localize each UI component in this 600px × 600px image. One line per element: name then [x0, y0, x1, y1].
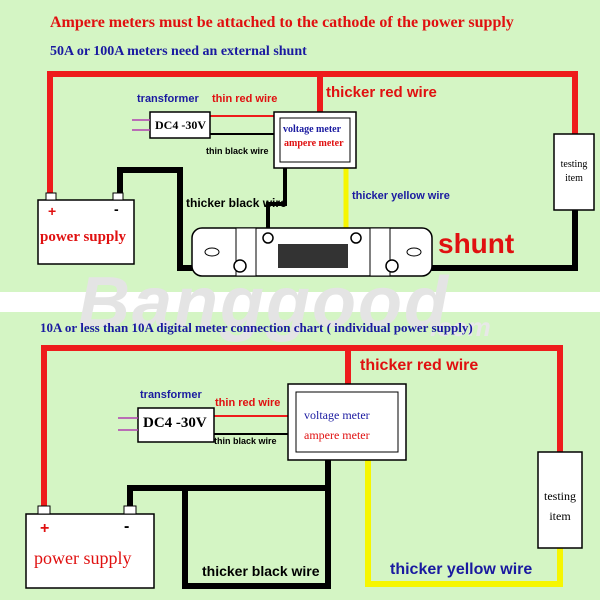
bottom-power-supply-label: power supply [34, 548, 132, 568]
watermark-suffix: .com [430, 312, 491, 342]
bottom-transformer [118, 407, 215, 443]
bottom-thin-red-wire-label: thin red wire [215, 397, 281, 409]
top-thin-red-wire-label: thin red wire [212, 93, 278, 105]
top-testing-item-box [553, 133, 595, 211]
bottom-yellow-wire [365, 460, 563, 587]
top-plus-sign: + [48, 203, 57, 219]
top-meter-box [273, 111, 357, 169]
top-thicker-red-wire-label: thicker red wire [326, 84, 437, 101]
top-heading: Ampere meters must be attached to the ca… [50, 14, 514, 31]
top-minus-sign: - [114, 201, 119, 217]
top-power-supply-label: power supply [40, 229, 127, 245]
top-transformer-value: DC4 -30V [155, 118, 206, 132]
bottom-thicker-black-wire-label: thicker black wire [202, 563, 320, 579]
top-shunt-label: shunt [438, 228, 515, 259]
top-thin-black-wire-label: thin black wire [206, 146, 269, 156]
top-testing-item-label: testing item [560, 159, 588, 184]
top-voltage-meter-label: voltage meter [283, 124, 342, 135]
bottom-voltage-meter-label: voltage meter [304, 408, 370, 422]
bottom-ampere-meter-label: ampere meter [304, 428, 370, 442]
bottom-thicker-red-wire-label: thicker red wire [360, 357, 479, 374]
bottom-plus-sign: + [40, 520, 50, 537]
top-thicker-black-wire-label: thicker black wire [186, 196, 287, 210]
bottom-heading: 10A or less than 10A digital meter conne… [40, 320, 473, 335]
bottom-red-wire [41, 345, 563, 508]
bottom-meter-box [287, 383, 407, 461]
top-red-wire [47, 71, 578, 196]
bottom-power-supply-box [25, 505, 155, 589]
bottom-thicker-yellow-wire-label: thicker yellow wire [390, 561, 533, 578]
top-ampere-meter-label: ampere meter [284, 138, 344, 149]
bottom-thin-black-wire-label: thin black wire [214, 436, 277, 446]
top-subheading: 50A or 100A meters need an external shun… [50, 44, 307, 59]
bottom-testing-item-box [537, 451, 583, 549]
bottom-minus-sign: - [124, 518, 130, 535]
top-shunt [191, 227, 433, 277]
top-thicker-yellow-wire-label: thicker yellow wire [352, 190, 450, 202]
top-power-supply-box [37, 192, 135, 265]
top-meter-black-wire [266, 152, 287, 234]
bottom-transformer-value: DC4 -30V [143, 415, 207, 431]
top-transformer [132, 111, 211, 139]
top-right-black-wire [392, 210, 578, 271]
bottom-thicker-black-wire [127, 460, 331, 510]
top-transformer-label: transformer [137, 93, 199, 105]
bottom-testing-item-label: testing item [544, 489, 576, 523]
bottom-transformer-label: transformer [140, 389, 202, 401]
